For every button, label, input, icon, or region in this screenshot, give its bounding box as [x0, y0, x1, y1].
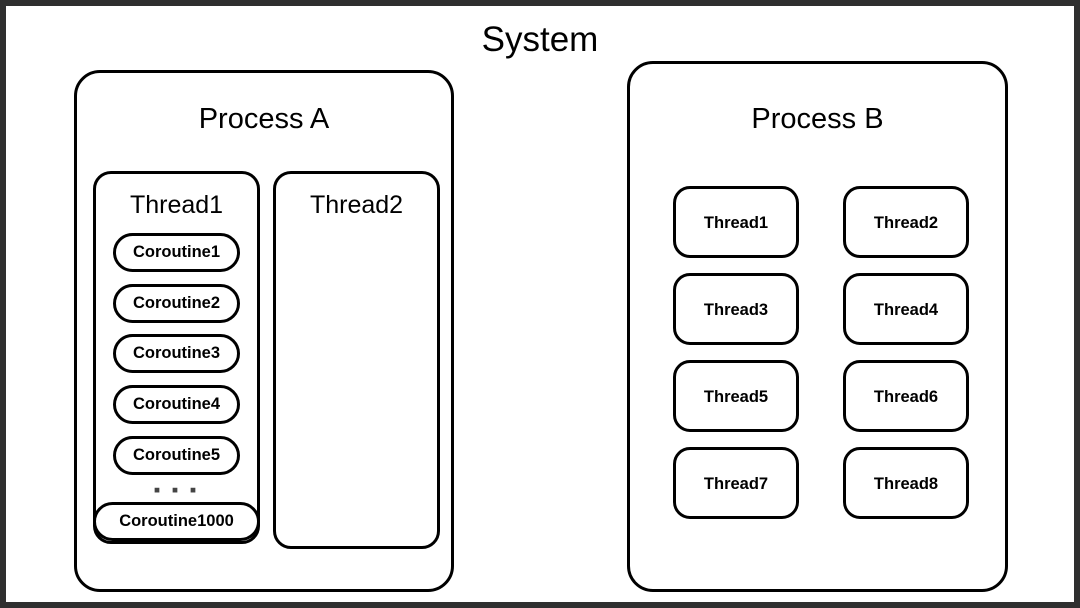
- coroutine-item[interactable]: Coroutine5: [113, 436, 240, 475]
- process-b-thread-box[interactable]: Thread7: [673, 447, 799, 519]
- process-b-thread-box[interactable]: Thread4: [843, 273, 969, 345]
- coroutine-ellipsis: ▪ ▪ ▪: [153, 480, 200, 501]
- process-b-thread-box[interactable]: Thread2: [843, 186, 969, 258]
- coroutine-item[interactable]: Coroutine3: [113, 334, 240, 373]
- coroutine-item[interactable]: Coroutine4: [113, 385, 240, 424]
- process-a-thread1-label: Thread1: [129, 191, 224, 219]
- process-b-thread-box[interactable]: Thread5: [673, 360, 799, 432]
- process-a-box[interactable]: Process A Thread1 Thread2 Coroutine1 Cor…: [74, 70, 454, 592]
- process-b-thread-box[interactable]: Thread3: [673, 273, 799, 345]
- process-b-thread-box[interactable]: Thread6: [843, 360, 969, 432]
- process-a-thread2-label: Thread2: [309, 191, 404, 219]
- process-b-thread-box[interactable]: Thread1: [673, 186, 799, 258]
- process-b-thread-box[interactable]: Thread8: [843, 447, 969, 519]
- process-a-thread2-box[interactable]: Thread2: [273, 171, 440, 549]
- process-b-box[interactable]: Process B Thread1 Thread2 Thread3 Thread…: [627, 61, 1008, 592]
- system-title: System: [481, 20, 599, 59]
- process-b-title: Process B: [751, 103, 884, 135]
- coroutine-item[interactable]: Coroutine1: [113, 233, 240, 272]
- coroutine-item[interactable]: Coroutine2: [113, 284, 240, 323]
- process-a-title: Process A: [198, 103, 330, 135]
- coroutine-item-last[interactable]: Coroutine1000: [93, 502, 260, 541]
